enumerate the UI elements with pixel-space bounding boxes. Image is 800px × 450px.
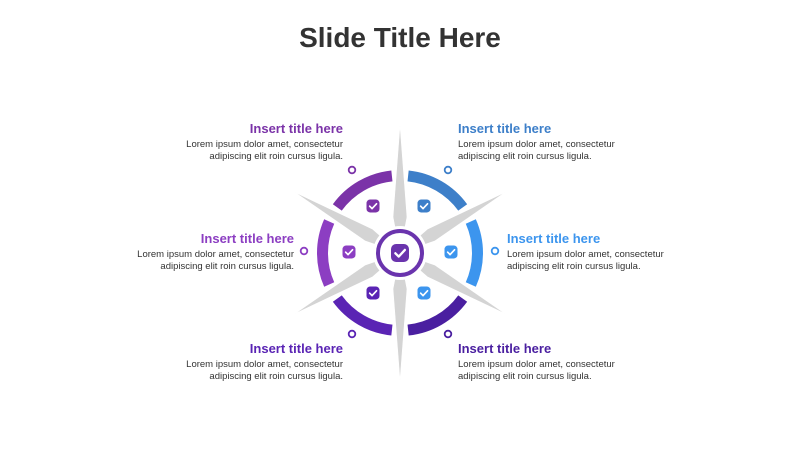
- check-icon: [366, 286, 380, 300]
- check-badge-box: [342, 245, 356, 259]
- ring-segment-bottom-right: [407, 295, 468, 336]
- marker-dot: [443, 329, 453, 339]
- slide-title: Slide Title Here: [299, 22, 501, 53]
- marker-dot: [490, 246, 500, 256]
- item-title: Insert title here: [458, 341, 552, 356]
- item-title: Insert title here: [507, 231, 601, 246]
- ring-segment-top-right: [407, 170, 468, 211]
- text-block-bottom-left: Insert title here Lorem ipsum dolor amet…: [93, 341, 343, 383]
- ring-segment-right: [465, 219, 483, 287]
- check-icon: [444, 245, 458, 259]
- check-badges: [342, 199, 458, 300]
- check-mark: [419, 202, 429, 210]
- ring-segments: [317, 170, 483, 336]
- check-mark: [368, 202, 378, 210]
- ring-segment-bottom-left: [332, 295, 393, 336]
- check-badge-box: [366, 286, 380, 300]
- check-badge-box: [417, 199, 431, 213]
- item-body-line: Lorem ipsum dolor amet, consectetur: [186, 139, 343, 150]
- check-badge-box: [366, 199, 380, 213]
- text-block-middle-right: Insert title here Lorem ipsum dolor amet…: [507, 231, 757, 273]
- item-title: Insert title here: [200, 231, 294, 246]
- item-body-line: adipiscing elit roin cursus ligula.: [458, 151, 592, 162]
- item-body-line: Lorem ipsum dolor amet, consectetur: [186, 359, 343, 370]
- check-badge-box: [444, 245, 458, 259]
- check-mark: [446, 248, 456, 256]
- check-mark: [419, 289, 429, 297]
- text-block-middle-left: Insert title here Lorem ipsum dolor amet…: [44, 231, 294, 273]
- check-badge-box: [391, 244, 409, 262]
- marker-dot: [299, 246, 309, 256]
- item-body-line: adipiscing elit roin cursus ligula.: [507, 261, 641, 272]
- item-body-line: Lorem ipsum dolor amet, consectetur: [137, 249, 294, 260]
- marker-dot: [443, 165, 453, 175]
- check-icon: [366, 199, 380, 213]
- item-title: Insert title here: [458, 121, 552, 136]
- text-block-top-left: Insert title here Lorem ipsum dolor amet…: [93, 121, 343, 163]
- marker-dots: [299, 165, 500, 339]
- star-spokes: [294, 124, 506, 382]
- item-title: Insert title here: [249, 341, 343, 356]
- item-title: Insert title here: [249, 121, 343, 136]
- check-icon: [342, 245, 356, 259]
- item-body-line: adipiscing elit roin cursus ligula.: [160, 261, 294, 272]
- marker-dot: [347, 329, 357, 339]
- check-mark: [394, 248, 407, 258]
- item-body-line: Lorem ipsum dolor amet, consectetur: [458, 139, 615, 150]
- marker-dot: [347, 165, 357, 175]
- check-icon: [417, 199, 431, 213]
- ring-segment-top-left: [332, 170, 393, 211]
- check-mark: [368, 289, 378, 297]
- text-block-bottom-right: Insert title here Lorem ipsum dolor amet…: [458, 341, 708, 383]
- ring-segment-left: [317, 219, 335, 287]
- text-block-top-right: Insert title here Lorem ipsum dolor amet…: [458, 121, 708, 163]
- check-icon: [391, 244, 409, 262]
- item-body-line: adipiscing elit roin cursus ligula.: [458, 371, 592, 382]
- item-body-line: Lorem ipsum dolor amet, consectetur: [507, 249, 664, 260]
- item-body-line: adipiscing elit roin cursus ligula.: [209, 371, 343, 382]
- check-icon: [417, 286, 431, 300]
- check-badge-box: [417, 286, 431, 300]
- item-body-line: adipiscing elit roin cursus ligula.: [209, 151, 343, 162]
- item-body-line: Lorem ipsum dolor amet, consectetur: [458, 359, 615, 370]
- check-mark: [344, 248, 354, 256]
